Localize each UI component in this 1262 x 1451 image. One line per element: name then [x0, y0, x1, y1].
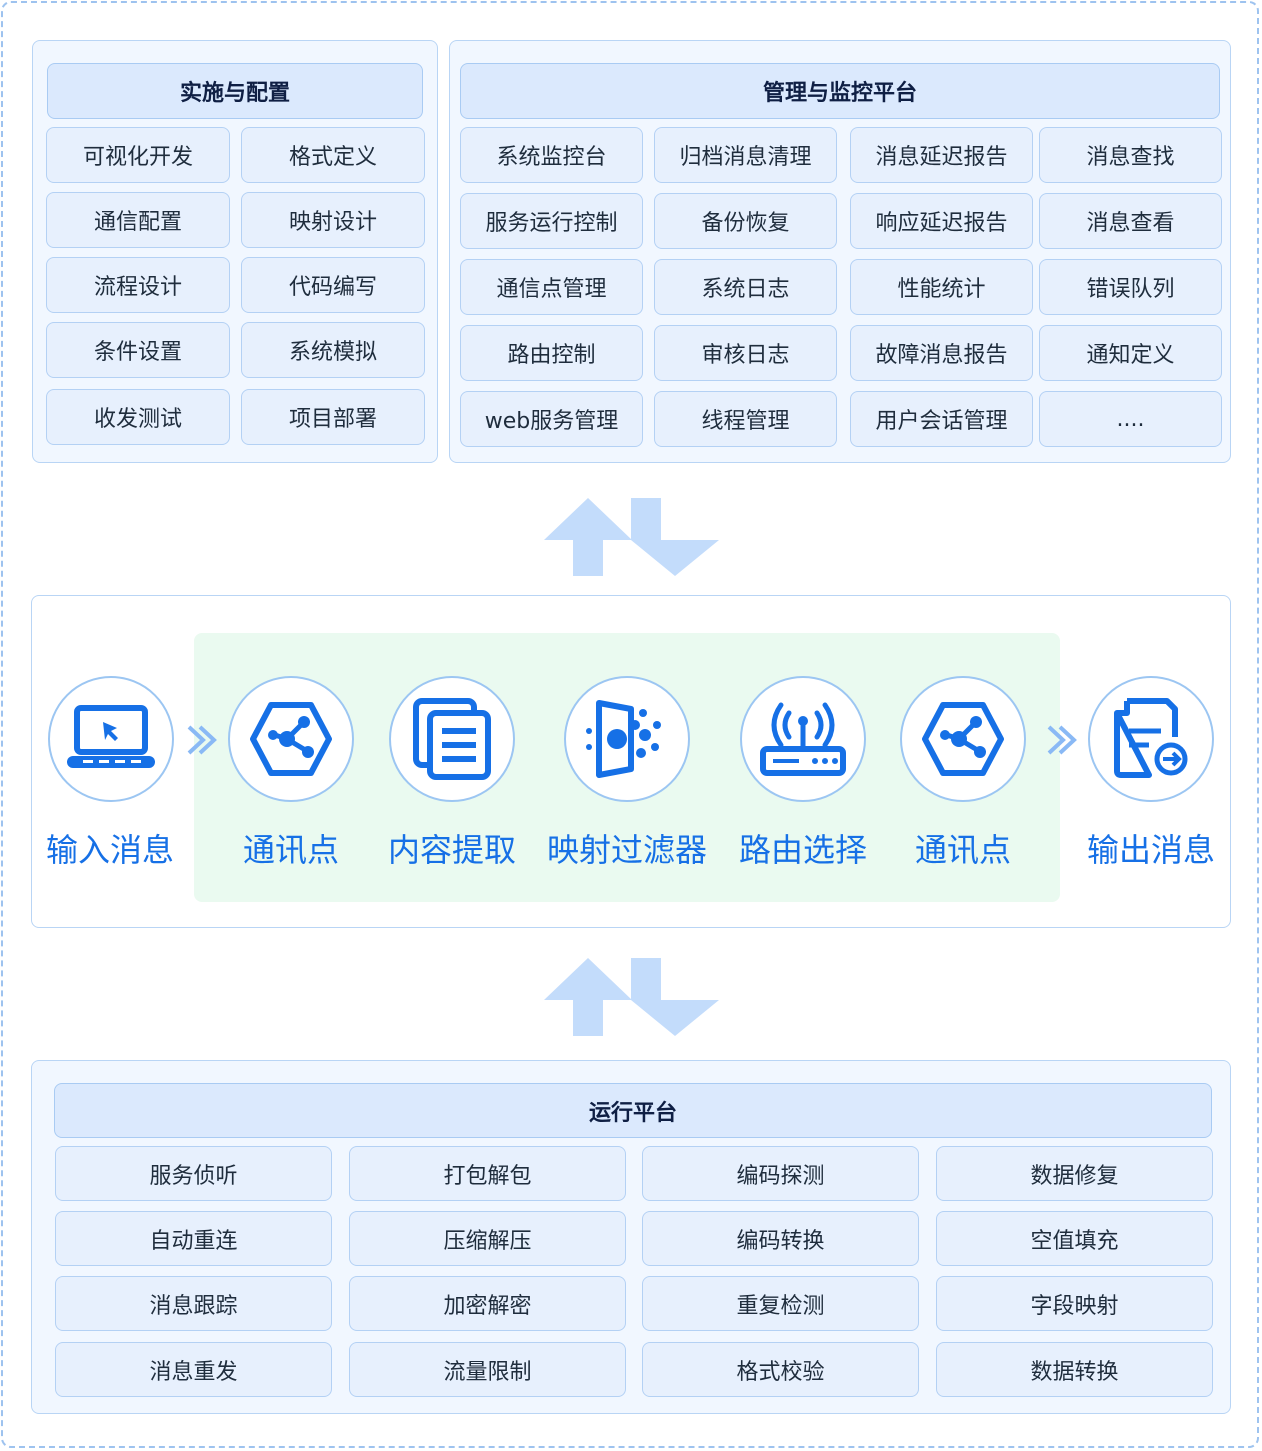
implementation-item: 格式定义 — [241, 127, 425, 183]
runtime-item: 编码转换 — [642, 1211, 919, 1266]
implementation-item: 通信配置 — [46, 192, 230, 248]
document-export-icon — [1114, 698, 1188, 778]
runtime-item: 压缩解压 — [349, 1211, 626, 1266]
up-arrow-icon — [544, 958, 632, 1036]
management-item: 消息查找 — [1039, 127, 1222, 183]
route-selection-label: 路由选择 — [738, 831, 867, 869]
management-item: 归档消息清理 — [654, 127, 837, 183]
implementation-item: 项目部署 — [241, 389, 425, 445]
management-item: 故障消息报告 — [850, 325, 1033, 381]
runtime-item: 加密解密 — [349, 1276, 626, 1331]
router-icon — [760, 702, 846, 776]
runtime-header: 运行平台 — [54, 1083, 1212, 1138]
management-item: 消息查看 — [1039, 193, 1222, 249]
communication-point-label-2: 通讯点 — [914, 831, 1011, 869]
management-item: 系统日志 — [654, 259, 837, 315]
runtime-item: 格式校验 — [642, 1342, 919, 1397]
runtime-item: 消息跟踪 — [55, 1276, 332, 1331]
runtime-item: 数据修复 — [936, 1146, 1213, 1201]
management-item: .... — [1039, 391, 1222, 447]
management-item: 消息延迟报告 — [850, 127, 1033, 183]
runtime-item: 消息重发 — [55, 1342, 332, 1397]
implementation-item: 流程设计 — [46, 257, 230, 313]
implementation-item: 系统模拟 — [241, 322, 425, 378]
management-item: 响应延迟报告 — [850, 193, 1033, 249]
documents-icon — [413, 698, 491, 780]
content-extraction-node — [389, 676, 515, 802]
runtime-item: 数据转换 — [936, 1342, 1213, 1397]
flow-chevron-icon — [187, 725, 217, 755]
runtime-item: 重复检测 — [642, 1276, 919, 1331]
implementation-item: 代码编写 — [241, 257, 425, 313]
management-item: 性能统计 — [850, 259, 1033, 315]
runtime-item: 字段映射 — [936, 1276, 1213, 1331]
communication-point-label-1: 通讯点 — [242, 831, 339, 869]
management-item: 路由控制 — [460, 325, 643, 381]
bidirectional-arrow-icon — [544, 958, 719, 1036]
runtime-item: 空值填充 — [936, 1211, 1213, 1266]
hexagon-network-icon — [250, 702, 332, 776]
flow-chevron-icon — [1047, 725, 1077, 755]
hexagon-network-icon — [922, 702, 1004, 776]
content-extraction-label: 内容提取 — [387, 831, 516, 869]
runtime-item: 自动重连 — [55, 1211, 332, 1266]
management-item: 通信点管理 — [460, 259, 643, 315]
management-item: 审核日志 — [654, 325, 837, 381]
bidirectional-arrow-icon — [544, 498, 719, 576]
management-item: 服务运行控制 — [460, 193, 643, 249]
output-message-label: 输出消息 — [1086, 831, 1215, 869]
filter-dots-icon — [586, 700, 661, 778]
down-arrow-icon — [631, 498, 719, 576]
implementation-item: 可视化开发 — [46, 127, 230, 183]
input-message-node — [48, 676, 174, 802]
implementation-item: 条件设置 — [46, 322, 230, 378]
implementation-item: 收发测试 — [46, 389, 230, 445]
management-item: 用户会话管理 — [850, 391, 1033, 447]
up-arrow-icon — [544, 498, 632, 576]
management-item: 错误队列 — [1039, 259, 1222, 315]
communication-point-node-1 — [228, 676, 354, 802]
management-item: 通知定义 — [1039, 325, 1222, 381]
management-item: web服务管理 — [460, 391, 643, 447]
input-message-label: 输入消息 — [45, 831, 174, 869]
runtime-item: 服务侦听 — [55, 1146, 332, 1201]
management-header: 管理与监控平台 — [460, 63, 1220, 119]
output-message-node — [1088, 676, 1214, 802]
management-item: 系统监控台 — [460, 127, 643, 183]
mapping-filter-label: 映射过滤器 — [546, 831, 707, 869]
implementation-item: 映射设计 — [241, 192, 425, 248]
down-arrow-icon — [631, 958, 719, 1036]
communication-point-node-2 — [900, 676, 1026, 802]
route-selection-node — [740, 676, 866, 802]
mapping-filter-node — [564, 676, 690, 802]
management-item: 线程管理 — [654, 391, 837, 447]
management-item: 备份恢复 — [654, 193, 837, 249]
runtime-item: 流量限制 — [349, 1342, 626, 1397]
runtime-item: 编码探测 — [642, 1146, 919, 1201]
runtime-item: 打包解包 — [349, 1146, 626, 1201]
implementation-header: 实施与配置 — [47, 63, 423, 119]
laptop-icon — [67, 705, 155, 768]
